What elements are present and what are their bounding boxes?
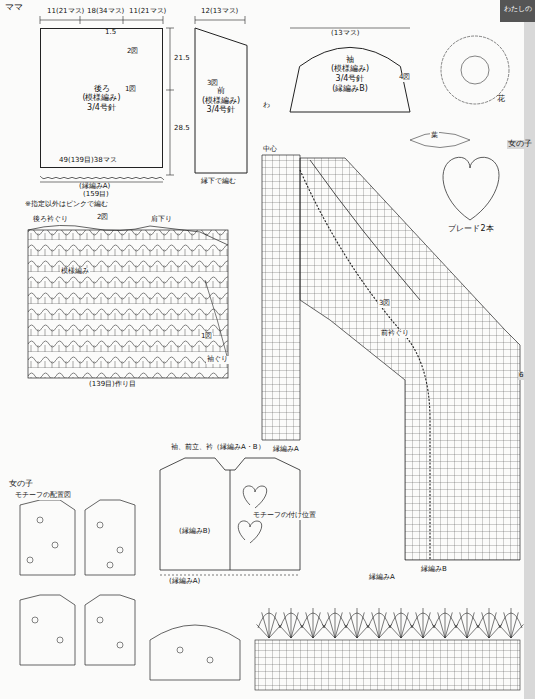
piece-text: 3/4号針	[87, 103, 116, 113]
pattern-label: (13マス)	[330, 30, 360, 38]
motif-mark	[27, 557, 33, 563]
pattern-label: 1図	[200, 333, 213, 341]
pattern-piece: 袖(模様編み)3/4号針(縁編みB)	[290, 36, 410, 112]
pattern-label: (縁編みB)	[178, 528, 211, 536]
piece-text: 3/4号針	[207, 105, 236, 115]
pattern-piece: 前(模様編み)3/4号針	[195, 28, 247, 173]
piece-text: (模様編み)	[331, 64, 369, 74]
pattern-label: 6	[518, 372, 524, 380]
pattern-label: 4図	[398, 74, 411, 82]
pattern-label: 21.5	[173, 55, 191, 63]
pattern-label: 3図	[378, 300, 391, 308]
pattern-label: 縁編みB	[420, 566, 448, 574]
pattern-label: 1図	[124, 86, 137, 94]
pattern-label: 2図	[126, 48, 139, 56]
pattern-label: 2図	[96, 214, 109, 222]
pattern-label: 11(21マス)	[128, 8, 167, 16]
pattern-label: モチーフの配置図	[14, 492, 72, 500]
pattern-label: ママ	[4, 3, 24, 13]
piece-text: ブレード2本	[448, 224, 493, 234]
pattern-label: 女の子	[507, 140, 533, 149]
pattern-label: 前衿ぐり	[380, 330, 410, 338]
piece-text: (模様編み)	[202, 96, 240, 106]
pattern-label: 1.5	[104, 29, 117, 37]
motif-mark	[97, 522, 103, 528]
pattern-label: モチーフの付け位置	[252, 512, 317, 520]
motif-mark	[207, 657, 213, 663]
pattern-label: 28.5	[173, 125, 191, 133]
pattern-label: 縁編みA	[368, 574, 396, 582]
pattern-piece: ブレード2本	[438, 222, 504, 236]
pattern-label: 12(13マス)	[200, 8, 239, 16]
pattern-label: (縁編みA)	[168, 578, 201, 586]
pattern-label: わたしの	[503, 6, 533, 14]
piece-text: 花	[497, 94, 505, 104]
pattern-label: 葉	[430, 132, 439, 140]
motif-mark	[117, 642, 123, 648]
pattern-label: 肩下り	[150, 216, 173, 224]
motif-mark	[97, 617, 103, 623]
pattern-piece: 花	[490, 92, 512, 106]
motif-mark	[107, 562, 113, 568]
pattern-label: 18(34マス)	[86, 8, 125, 16]
pattern-label: ※指定以外はピンクで編む	[24, 201, 109, 209]
pattern-label: (縁編みA)	[78, 183, 111, 191]
motif-mark	[37, 517, 43, 523]
pattern-label: 11(21マス)	[46, 8, 85, 16]
piece-text: 袖	[346, 55, 354, 65]
piece-text: (縁編みB)	[332, 84, 368, 94]
pattern-label: 袖ぐり	[206, 356, 229, 364]
pattern-label: わ	[262, 102, 271, 110]
pattern-label: (139目)作り目	[88, 381, 137, 389]
piece-text: (模様編み)	[82, 93, 120, 103]
pattern-label: 3図	[206, 80, 219, 88]
motif-mark	[117, 547, 123, 553]
pattern-piece: 後ろ(模様編み)3/4号針	[40, 28, 163, 168]
piece-text: 3/4号針	[336, 74, 365, 84]
motif-mark	[57, 637, 63, 643]
motif-mark	[52, 542, 58, 548]
pattern-label: 49(139目)38マス	[58, 157, 118, 165]
pattern-label: 袖、前立、衿（縁編みA・B）	[170, 444, 266, 452]
pattern-label: 後ろ衿ぐり	[32, 216, 69, 224]
pattern-label: 女の子	[8, 480, 34, 489]
pattern-label: 縁下で編む	[200, 178, 237, 186]
pattern-label: 縁編みA	[272, 446, 300, 454]
piece-text: 後ろ	[94, 84, 110, 94]
motif-mark	[177, 647, 183, 653]
motif-mark	[32, 617, 38, 623]
pattern-label: (159目)	[82, 191, 110, 199]
pattern-label: 中心	[262, 146, 278, 154]
pattern-label: 模様編み	[60, 268, 90, 276]
